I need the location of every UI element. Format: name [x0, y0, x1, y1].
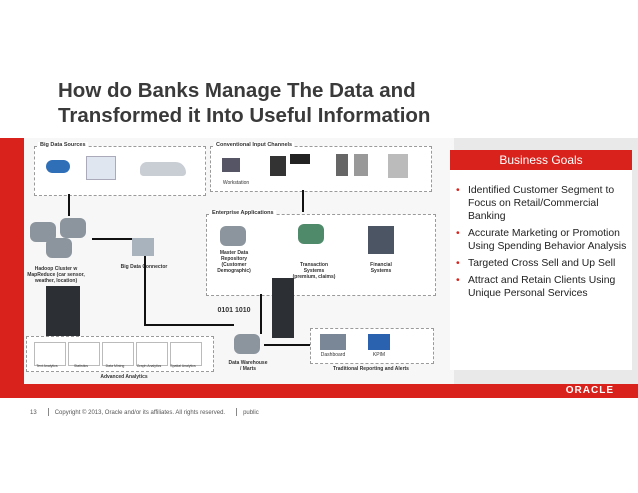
footer-bar — [0, 384, 638, 398]
kpi-label: KPIM — [372, 352, 386, 358]
data-warehouse-label: Data Warehouse / Marts — [228, 360, 268, 372]
pos-terminal-icon — [290, 154, 310, 164]
data-mining-thumb — [102, 342, 134, 366]
arrow-connector-to-warehouse — [144, 324, 234, 326]
arrow-enterprise-to-warehouse — [260, 294, 262, 334]
slide-title: How do Banks Manage The Data and Transfo… — [58, 78, 618, 128]
data-warehouse-icon — [234, 334, 260, 354]
dashboard-icon — [320, 334, 346, 350]
business-goals-header: Business Goals — [450, 150, 632, 170]
analytics-item-4: Graph Analytics — [136, 364, 162, 368]
business-goals-list: Identified Customer Segment to Focus on … — [456, 184, 636, 304]
title-line-2: Transformed it Into Useful Information — [58, 104, 431, 127]
connector-icon — [132, 238, 154, 256]
arrow-connector-down — [144, 256, 146, 326]
goal-item: Identified Customer Segment to Focus on … — [456, 184, 636, 223]
master-data-label: Master Data Repository (Customer Demogra… — [217, 250, 251, 274]
arrow-input-to-enterprise — [302, 190, 304, 212]
oracle-logo: ORACLE — [565, 385, 614, 396]
arrow-sources-to-hadoop — [68, 194, 70, 216]
text-analytics-thumb — [34, 342, 66, 366]
big-data-sources-label: Big Data Sources — [38, 142, 88, 148]
binary-bits: 0101 1010 — [217, 307, 251, 314]
conventional-input-label: Conventional Input Channels — [214, 142, 295, 148]
document-icon — [388, 154, 408, 178]
car-icon — [140, 162, 186, 176]
footer: 13 Copyright © 2013, Oracle and/or its af… — [30, 408, 265, 416]
goal-item: Accurate Marketing or Promotion Using Sp… — [456, 227, 636, 253]
enterprise-apps-label: Enterprise Applications — [210, 210, 276, 216]
hadoop-node-icon-3 — [46, 238, 72, 258]
hadoop-node-icon — [30, 222, 56, 242]
advanced-analytics-label: Advanced Analytics — [100, 374, 148, 380]
workstation-label: Workstation — [222, 180, 250, 186]
footer-separator — [47, 408, 49, 416]
architecture-diagram: Big Data Sources Conventional Input Chan… — [24, 138, 454, 384]
connector-label: Big Data Connector — [120, 264, 168, 270]
transaction-db-icon — [298, 224, 324, 244]
kpi-icon — [368, 334, 390, 350]
analytics-item-5: Spatial Analytics — [170, 364, 196, 368]
title-line-1: How do Banks Manage The Data and — [58, 79, 416, 102]
classification-text: public — [243, 409, 259, 416]
card-reader-icon — [270, 156, 286, 176]
title-area — [0, 66, 638, 138]
footer-separator-2 — [236, 408, 238, 416]
analytics-item-1: Text Analytics — [36, 364, 58, 368]
workstation-icon — [222, 158, 240, 172]
hadoop-node-icon-2 — [60, 218, 86, 238]
analytics-item-2: Statistics — [73, 364, 88, 368]
financial-server-icon — [368, 226, 394, 254]
graph-analytics-thumb — [136, 342, 168, 366]
goal-item: Targeted Cross Sell and Up Sell — [456, 257, 636, 270]
transaction-label: Transaction Systems (premium, claims) — [292, 262, 336, 280]
analytics-item-3: Data Mining — [105, 364, 125, 368]
phone-icon-2 — [354, 154, 368, 176]
statistics-thumb — [68, 342, 100, 366]
master-data-db-icon — [220, 226, 246, 246]
goal-item: Attract and Retain Clients Using Unique … — [456, 274, 636, 300]
financial-label: Financial Systems — [370, 262, 392, 274]
arrow-warehouse-to-reporting — [264, 344, 310, 346]
arrow-hadoop-to-connector — [92, 238, 132, 240]
phone-icon — [336, 154, 348, 176]
map-icon — [86, 156, 116, 180]
page-number: 13 — [30, 409, 37, 416]
traditional-reporting-label: Traditional Reporting and Alerts — [333, 366, 409, 372]
spatial-analytics-thumb — [170, 342, 202, 366]
exadata-rack-icon — [272, 278, 294, 338]
weather-cloud-icon — [46, 160, 70, 173]
dashboard-label: Dashboard — [320, 352, 346, 358]
server-rack-icon — [46, 286, 80, 344]
hadoop-label: Hadoop Cluster w MapReduce (car sensor, … — [27, 266, 85, 284]
copyright-text: Copyright © 2013, Oracle and/or its affi… — [54, 409, 226, 416]
